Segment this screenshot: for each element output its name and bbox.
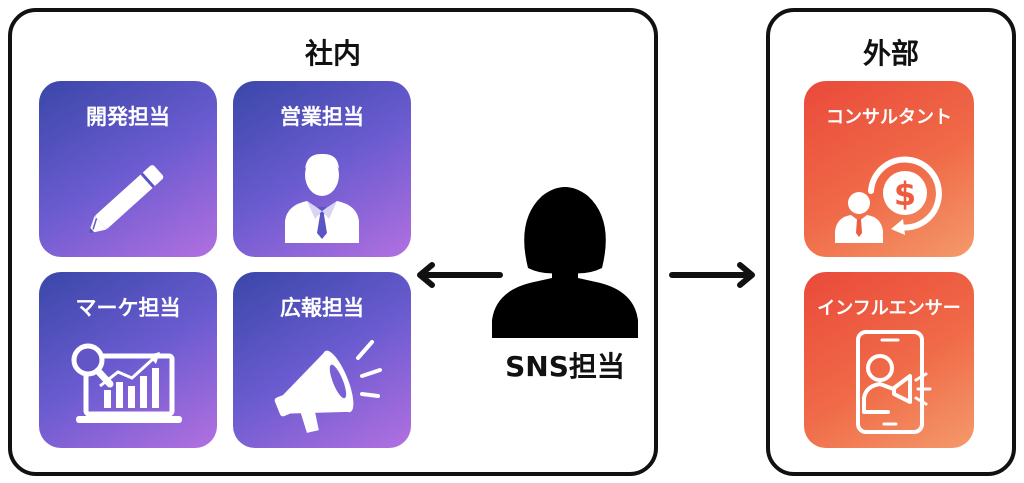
internal-title: 社内	[304, 37, 361, 70]
svg-text:$: $	[894, 175, 916, 213]
analytics-icon	[39, 342, 217, 434]
card-marketing: マーケ担当	[39, 272, 217, 448]
arrow-right-icon	[669, 262, 755, 288]
megaphone-icon	[233, 336, 411, 434]
pencil-icon	[39, 153, 217, 243]
woman-silhouette-icon	[492, 187, 638, 338]
card-development: 開発担当	[39, 81, 217, 257]
card-sales: 営業担当	[233, 81, 411, 257]
businessman-icon	[233, 147, 411, 243]
sns-manager-label: SNS担当	[505, 350, 625, 383]
consultant-dollar-icon: $	[804, 143, 974, 243]
card-label-marketing: マーケ担当	[75, 296, 181, 320]
external-title: 外部	[862, 37, 919, 70]
card-label-consultant: コンサルタント	[826, 107, 952, 128]
card-label-development: 開発担当	[86, 105, 170, 129]
card-pr: 広報担当	[233, 272, 411, 448]
influencer-phone-icon	[804, 328, 974, 434]
card-consultant: コンサルタント $	[804, 81, 974, 257]
arrow-left-icon	[417, 262, 503, 288]
card-label-influencer: インフルエンサー	[817, 298, 961, 319]
card-label-sales: 営業担当	[280, 105, 364, 129]
card-influencer: インフルエンサー	[804, 272, 974, 448]
card-label-pr: 広報担当	[280, 296, 364, 320]
